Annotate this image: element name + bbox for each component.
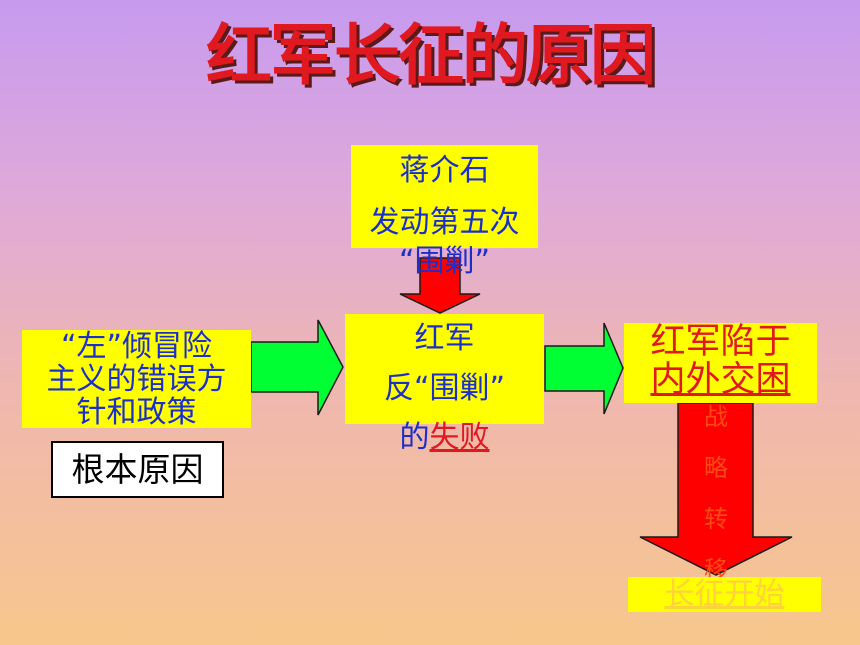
box-text: 的 (399, 420, 430, 455)
box-red-army-trapped: 红军陷于 内外交困 (624, 323, 817, 403)
page-title: 红军长征的原因 (206, 17, 656, 94)
box-root-cause: 根本原因 (51, 441, 224, 498)
box-line: 红军陷于 (650, 322, 791, 362)
arrow-strategic-shift (639, 402, 793, 576)
inner-outer-link[interactable]: 内外交困 (650, 360, 791, 400)
box-line: 反“围剿” (383, 371, 506, 406)
box-line: 的失败 (345, 414, 544, 462)
arrow-left-to-middle (250, 319, 344, 416)
box-line: 主义的错误方 (46, 362, 227, 397)
failure-link[interactable]: 失败 (429, 420, 490, 455)
box-counter-encirclement-failure: 红军 反“围剿” 的失败 (345, 314, 544, 455)
vertical-char: 战 (704, 403, 728, 431)
long-march-begins-link[interactable]: 长征开始 (628, 577, 821, 612)
box-chiang-encirclement: 蒋介石 发动第五次 “围剿” (351, 145, 538, 279)
vertical-char: 转 (704, 505, 728, 533)
box-line: 发动第五次 (369, 205, 520, 240)
arrow-middle-to-right (544, 322, 624, 415)
box-line: 蒋介石 (399, 153, 490, 188)
arrow-top-to-middle (399, 257, 481, 314)
strategic-shift-label: 战 略 转 移 (693, 392, 739, 596)
box-left-error: “左”倾冒险 主义的错误方 针和政策 (22, 329, 251, 430)
box-line: 针和政策 (76, 395, 197, 430)
box-line: “左”倾冒险 (60, 329, 213, 364)
vertical-char: 略 (704, 454, 728, 482)
box-line: 红军 (414, 321, 475, 356)
box-line: “围剿” (398, 244, 491, 279)
